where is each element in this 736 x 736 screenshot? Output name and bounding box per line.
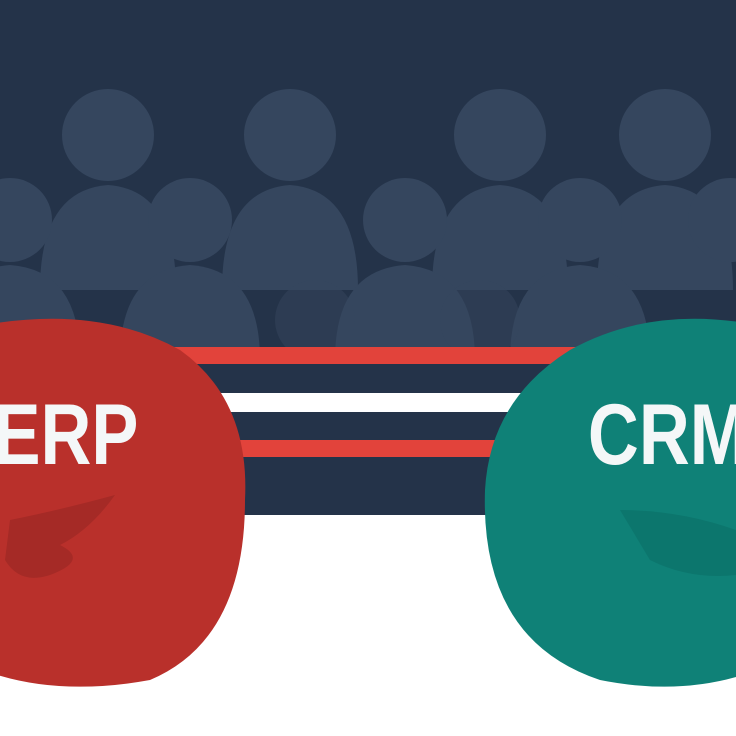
- rope-middle-white: [150, 393, 600, 412]
- crm-label: CRM: [588, 386, 736, 482]
- glove-lace-shadow: [5, 495, 115, 578]
- erp-glove: ERP: [0, 318, 246, 687]
- crowd-silhouettes: [0, 89, 736, 360]
- rope-bottom-red: [150, 440, 600, 457]
- rope-top-red: [150, 347, 600, 364]
- erp-label: ERP: [0, 386, 138, 482]
- crm-glove: CRM: [484, 318, 736, 687]
- glove-lace-shadow: [620, 510, 736, 576]
